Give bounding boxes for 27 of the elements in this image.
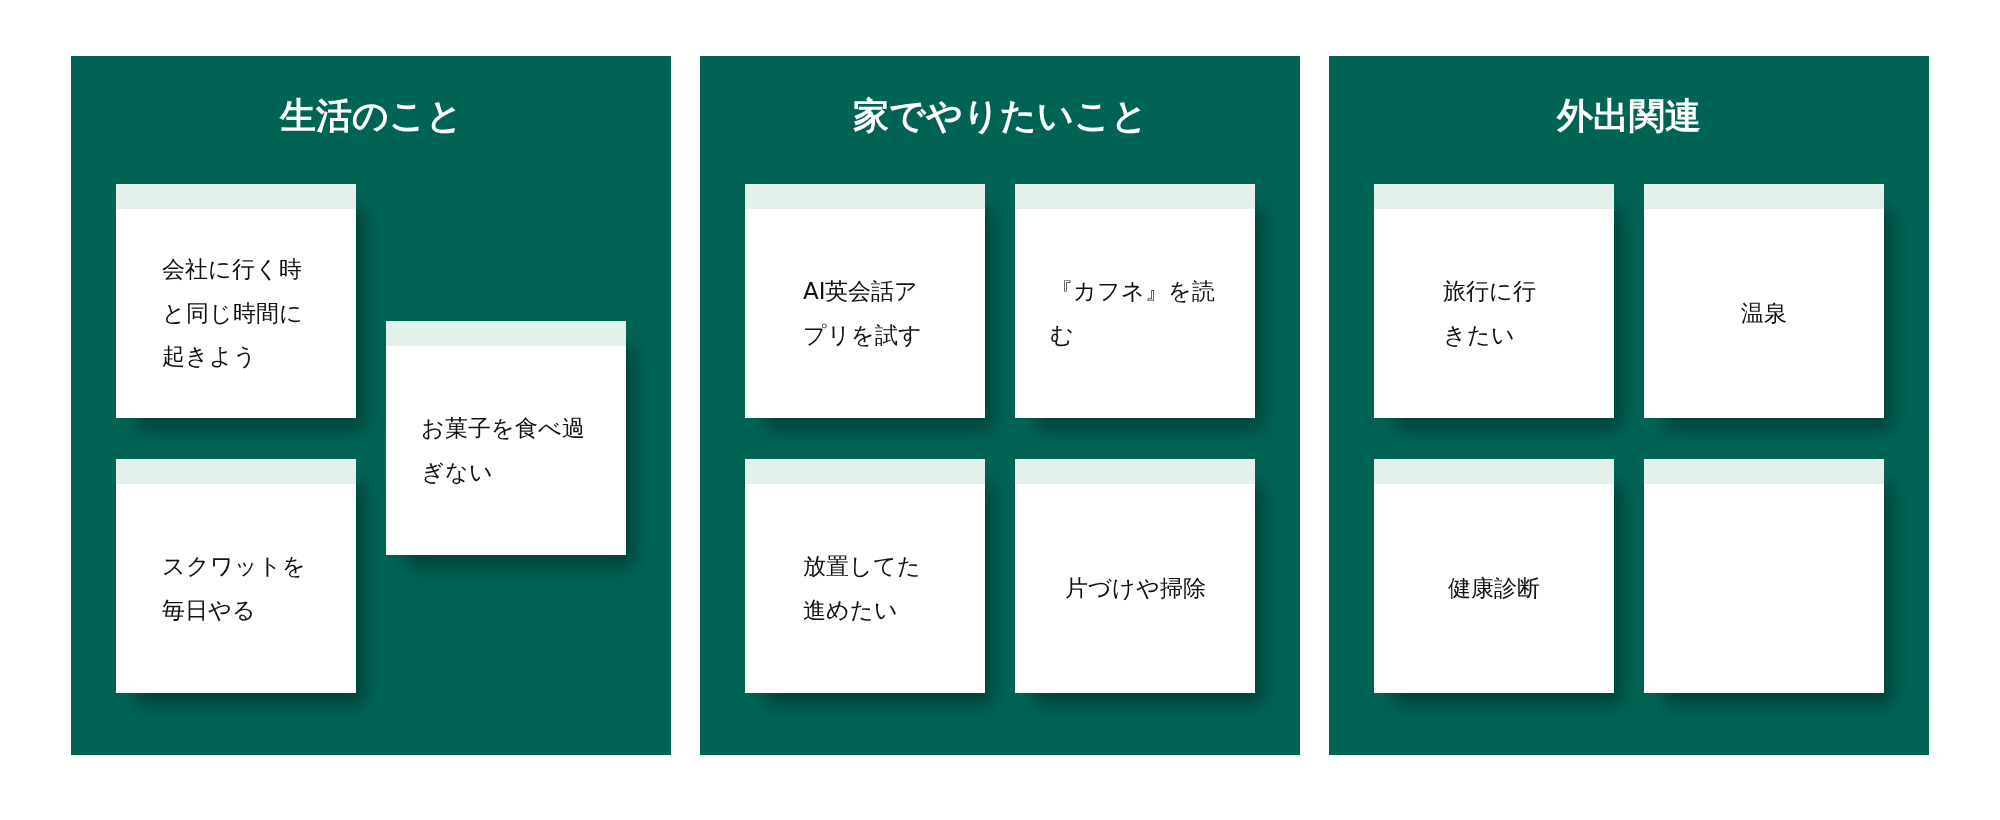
category-panel <box>700 56 1300 755</box>
sticky-note <box>1015 459 1255 693</box>
sticky-note <box>1644 184 1884 418</box>
category-panel <box>71 56 671 755</box>
sticky-note <box>116 184 356 418</box>
sticky-note <box>1374 184 1614 418</box>
note-text: 温泉 <box>1741 298 1787 328</box>
sticky-note <box>116 459 356 693</box>
note-text: 放置してた進めたい <box>802 551 922 625</box>
panel-title: 家でやりたいこと <box>852 94 1148 138</box>
note-text: AI英会話アプリを試す <box>802 276 923 350</box>
note-text: 健康診断 <box>1448 573 1540 603</box>
panel-title: 外出関連 <box>1557 94 1701 138</box>
note-text: 旅行に行きたい <box>1443 276 1538 350</box>
note-text: 会社に行く時と同じ時間に起きよう <box>162 254 305 372</box>
note-text: スクワットを毎日やる <box>162 551 308 625</box>
sticky-note <box>1015 184 1255 418</box>
sticky-note <box>745 184 985 418</box>
sticky-note <box>1644 459 1884 693</box>
note-text: お菓子を食べ過ぎない <box>420 413 586 487</box>
panel-title: 生活のこと <box>279 94 463 138</box>
sticky-note <box>745 459 985 693</box>
category-panel <box>1329 56 1929 755</box>
note-text: 片づけや掃除 <box>1064 573 1206 603</box>
sticky-note <box>1374 459 1614 693</box>
note-text: 『カフネ』を読む <box>1049 276 1216 350</box>
sticky-note <box>386 321 626 555</box>
